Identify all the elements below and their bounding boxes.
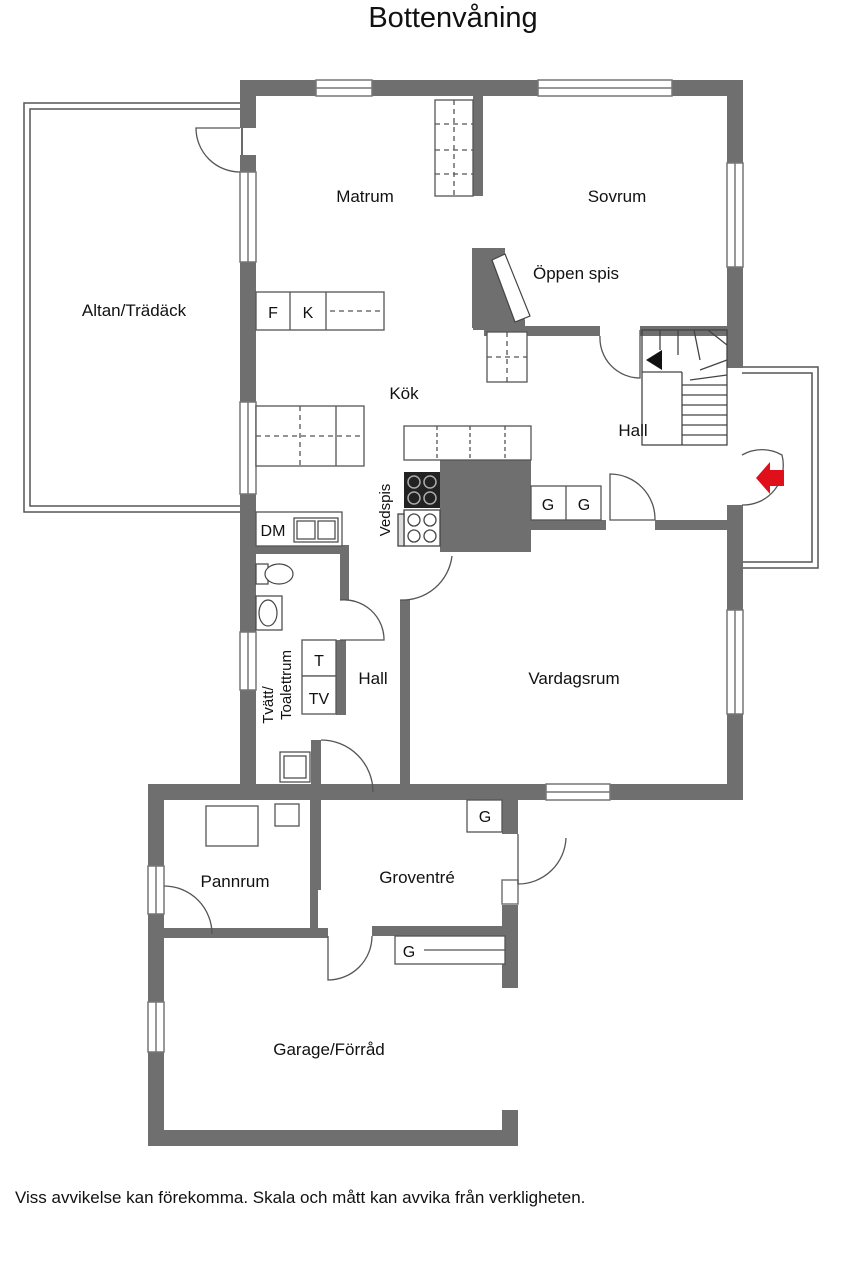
- emergency-exit-icon: [756, 462, 784, 494]
- windows: [147, 79, 744, 1053]
- fixture-label-dishwasher: DM: [261, 523, 286, 540]
- fixture-label-closet-groventre: G: [479, 809, 491, 826]
- fixture-label-washer: TV: [309, 691, 330, 708]
- room-label-garage: Garage/Förråd: [273, 1040, 385, 1059]
- walls: [148, 80, 743, 1146]
- door-swings: [163, 127, 784, 981]
- room-label-altan: Altan/Trädäck: [82, 301, 187, 320]
- fixture-label-dryer: T: [314, 653, 324, 670]
- room-label-matrum: Matrum: [336, 187, 394, 206]
- room-label-hall-lower: Hall: [358, 669, 387, 688]
- fixture-label-freezer: K: [303, 305, 314, 322]
- stair-direction-arrow: [646, 350, 662, 370]
- toilet: [255, 563, 294, 585]
- wash-basin: [255, 595, 283, 631]
- entrance-porch: [742, 366, 819, 569]
- room-label-vardagsrum: Vardagsrum: [528, 669, 619, 688]
- fixture-label-fridge: F: [268, 305, 278, 322]
- room-label-tvatt-line2: Toalettrum: [278, 650, 295, 720]
- fireplace-insert: [491, 253, 531, 323]
- wood-stove: [397, 509, 441, 547]
- room-label-sovrum: Sovrum: [588, 187, 647, 206]
- fixture-label-closet-1: G: [542, 497, 554, 514]
- fixture-label-closet-2: G: [578, 497, 590, 514]
- utility-sink: [279, 751, 311, 783]
- room-label-vedspis: Vedspis: [377, 484, 394, 537]
- room-label-pannrum: Pannrum: [201, 872, 270, 891]
- room-label-tvatt-line1: Tvätt/: [260, 685, 277, 723]
- staircase: [641, 329, 728, 446]
- room-label-kok: Kök: [389, 384, 419, 403]
- kitchen-sink: [293, 517, 339, 543]
- disclaimer-text: Viss avvikelse kan förekomma. Skala och …: [15, 1188, 586, 1207]
- room-label-hall-upper: Hall: [618, 421, 647, 440]
- room-label-groventre: Groventré: [379, 868, 455, 887]
- fixture-label-closet-garage: G: [403, 944, 415, 961]
- stove-hob: [404, 472, 440, 508]
- floor-title: Bottenvåning: [368, 2, 538, 34]
- room-label-oppen-spis: Öppen spis: [533, 264, 619, 283]
